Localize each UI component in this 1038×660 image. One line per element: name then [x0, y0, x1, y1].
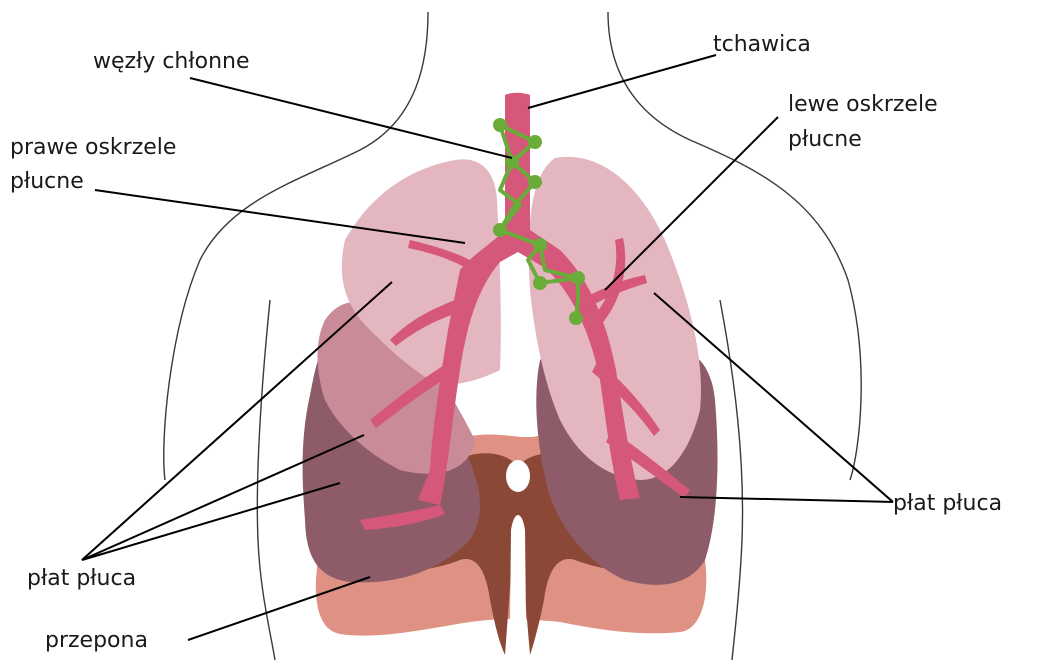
- label-right-bronchus-line2: płucne: [10, 169, 84, 194]
- leader-lobe-left-c: [82, 483, 340, 560]
- label-lobe-left-side: płat płuca: [27, 566, 136, 591]
- label-left-bronchus-line2: płucne: [788, 127, 862, 152]
- leader-trachea: [528, 55, 716, 108]
- label-right-bronchus-line1: prawe oskrzele: [10, 135, 176, 160]
- label-lobe-right-side: płat płuca: [893, 491, 1002, 516]
- label-diaphragm: przepona: [45, 628, 148, 653]
- leader-lymph-nodes: [190, 78, 512, 158]
- label-left-bronchus-line1: lewe oskrzele: [788, 92, 938, 117]
- label-trachea: tchawica: [713, 32, 811, 57]
- label-lymph-nodes: węzły chłonne: [93, 49, 250, 74]
